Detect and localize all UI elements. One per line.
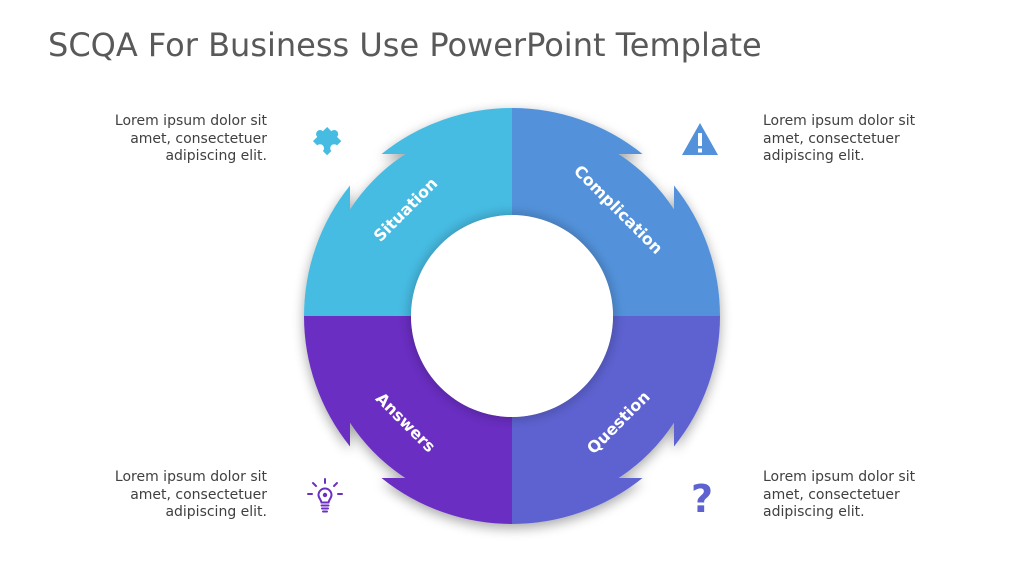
- description-complication: Lorem ipsum dolor sit amet, consectetuer…: [763, 113, 963, 166]
- segment-complication: [512, 107, 720, 316]
- description-line: amet, consectetuer: [763, 130, 900, 147]
- question-icon: ?: [691, 477, 713, 520]
- description-answers: Lorem ipsum dolor sit amet, consectetuer…: [67, 469, 267, 522]
- segment-question: [512, 316, 720, 524]
- description-situation: Lorem ipsum dolor sit amet, consectetuer…: [67, 113, 267, 166]
- description-line: amet, consectetuer: [130, 130, 267, 147]
- description-line: Lorem ipsum dolor sit: [114, 113, 267, 129]
- description-line: Lorem ipsum dolor sit: [763, 469, 916, 485]
- warning-icon: [682, 123, 718, 155]
- description-line: Lorem ipsum dolor sit: [114, 469, 267, 485]
- puzzle-icon: [312, 126, 342, 156]
- description-line: adipiscing elit.: [165, 504, 267, 520]
- page-title: SCQA For Business Use PowerPoint Templat…: [48, 26, 762, 64]
- description-line: adipiscing elit.: [763, 504, 865, 520]
- description-line: adipiscing elit.: [165, 148, 267, 164]
- description-question: Lorem ipsum dolor sit amet, consectetuer…: [763, 469, 963, 522]
- description-line: adipiscing elit.: [763, 148, 865, 164]
- description-line: amet, consectetuer: [130, 486, 267, 503]
- segment-situation: [304, 107, 512, 316]
- svg-text:?: ?: [691, 477, 713, 520]
- description-line: Lorem ipsum dolor sit: [763, 113, 916, 129]
- description-line: amet, consectetuer: [763, 486, 900, 503]
- lightbulb-icon: [307, 478, 343, 513]
- segment-answers: [304, 316, 512, 524]
